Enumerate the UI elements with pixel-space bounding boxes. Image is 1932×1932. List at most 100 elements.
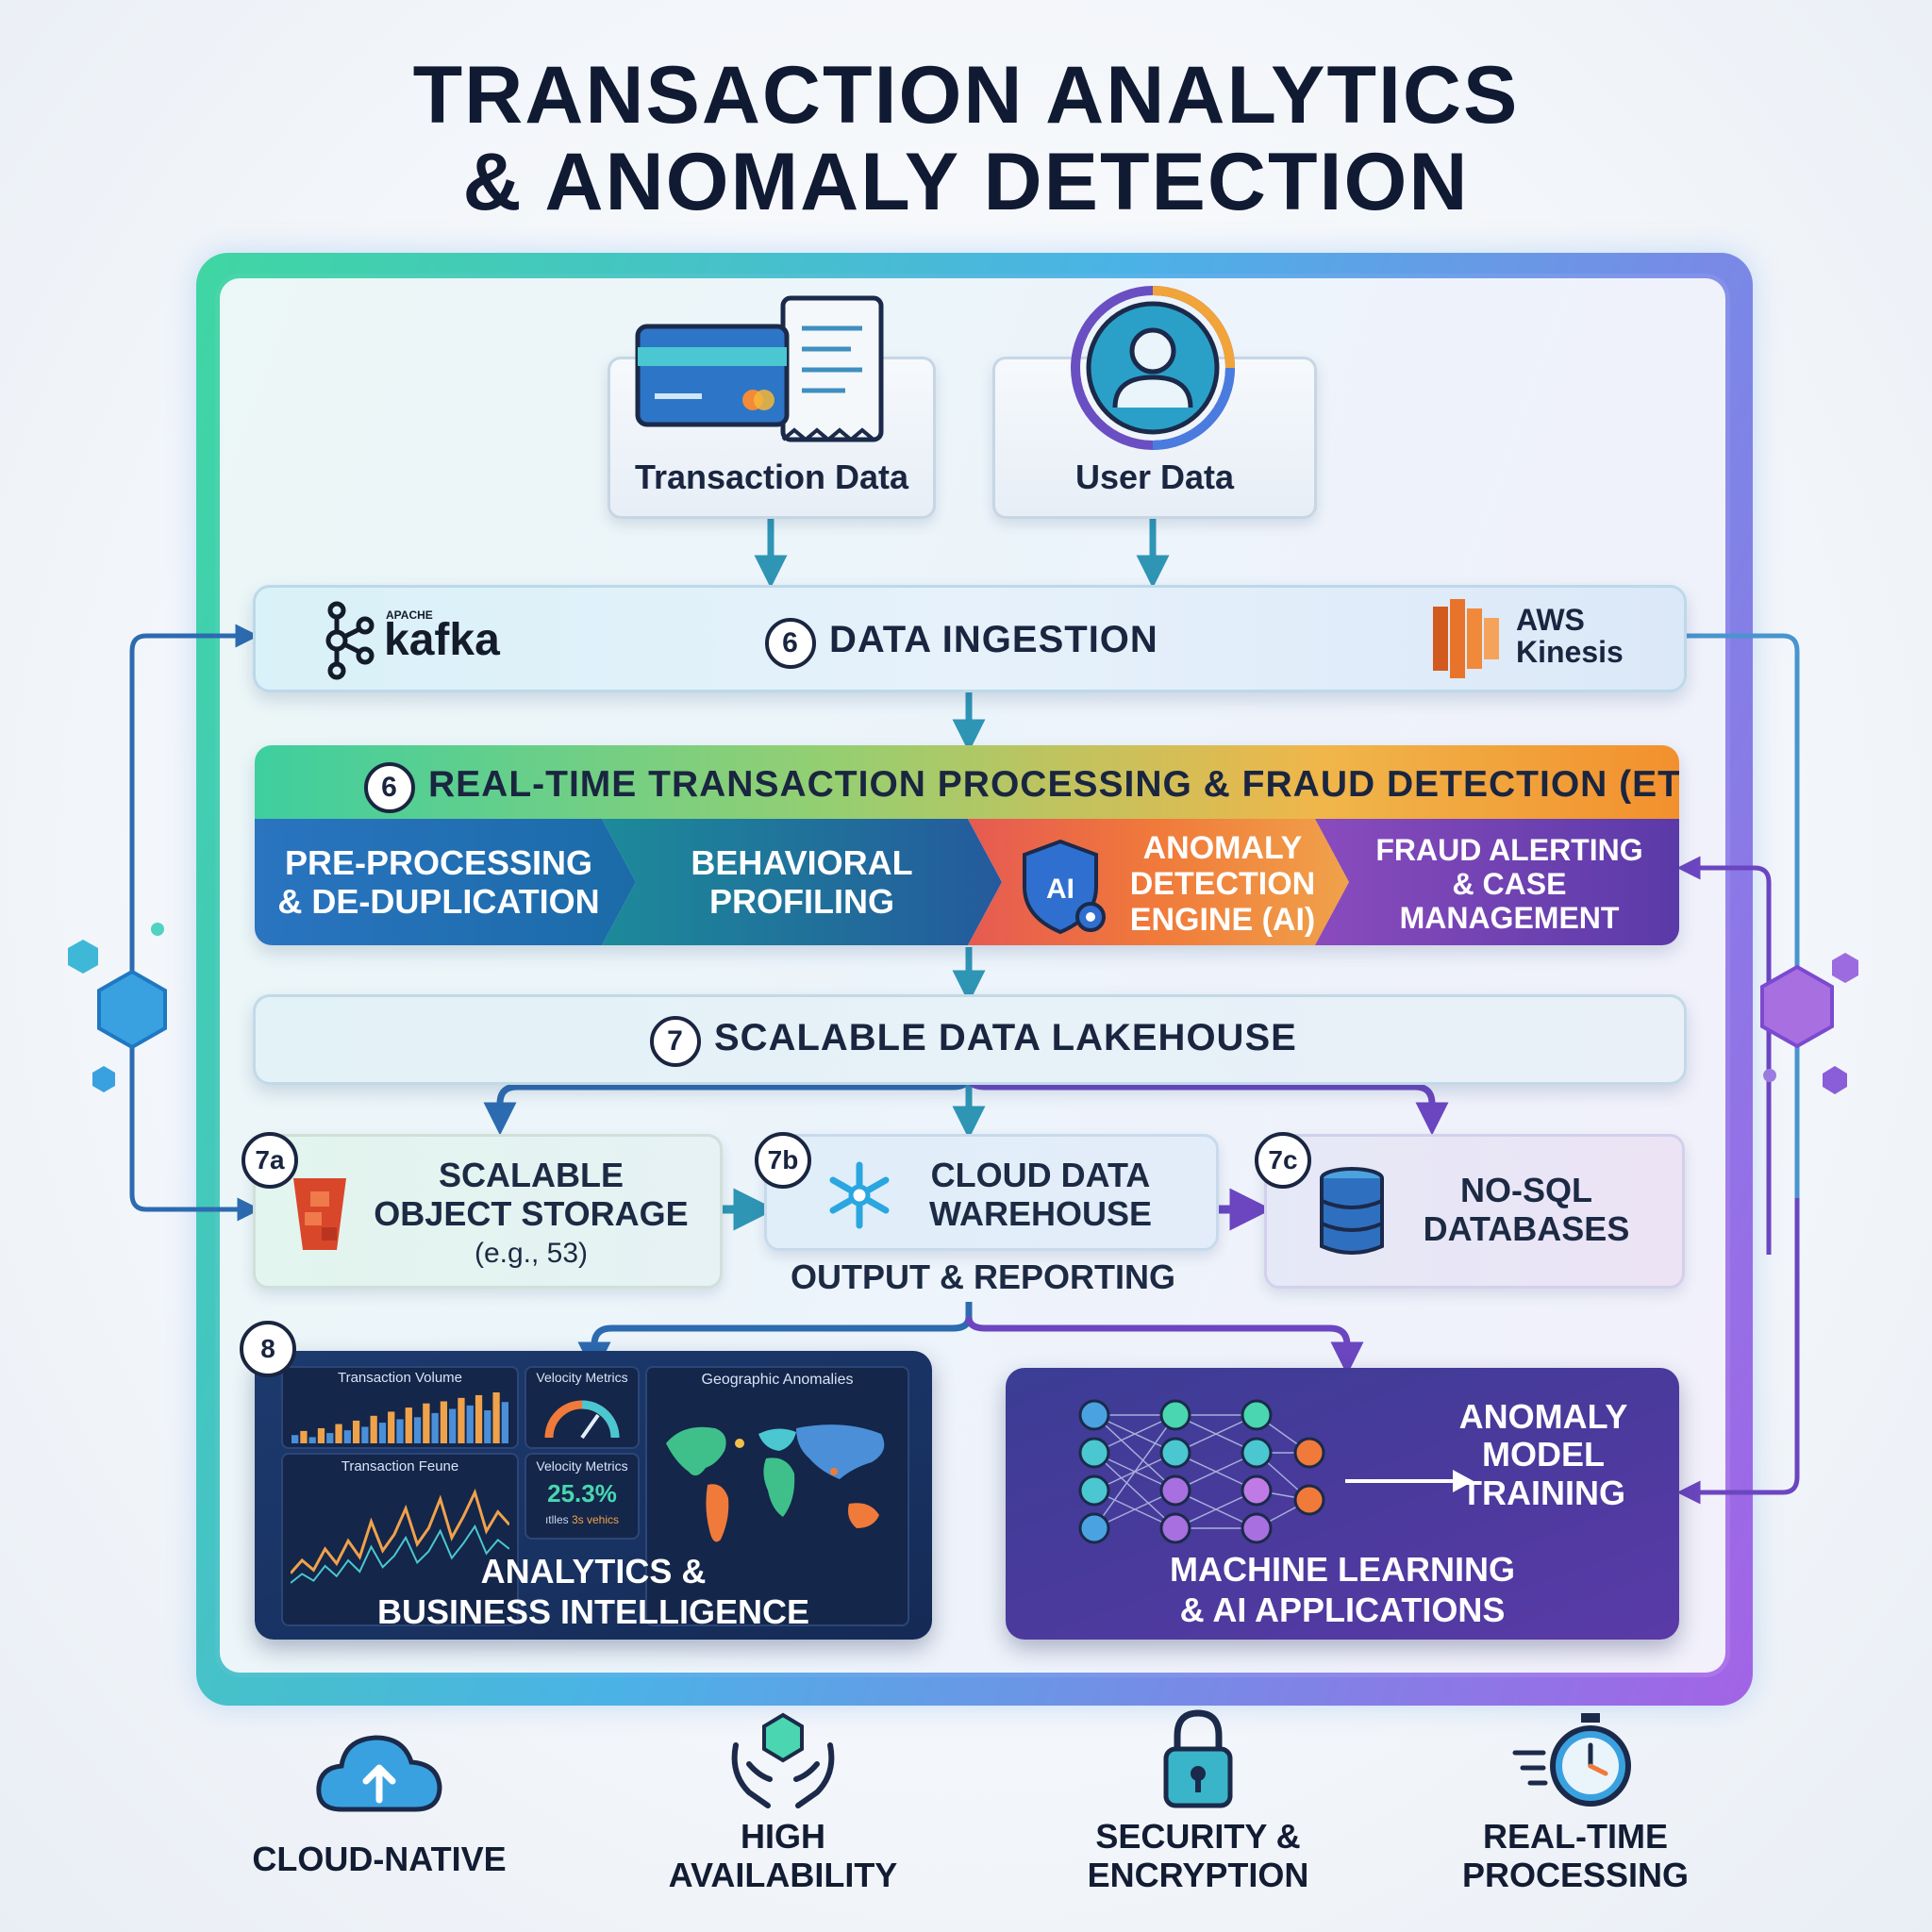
object-storage-label: SCALABLE OBJECT STORAGE (e.g., 53) xyxy=(361,1156,701,1270)
tag-7c: 7c xyxy=(1255,1132,1311,1189)
left-hex-decoration xyxy=(68,923,167,1092)
stage-line: PROFILING xyxy=(709,882,894,922)
volume-bar xyxy=(405,1407,412,1443)
transaction-trend-title: Transaction Feune xyxy=(341,1458,459,1474)
velocity-metrics-widget: Velocity Metrics 25.3% ıtlles 3s vehics xyxy=(525,1453,640,1540)
stage-preprocessing: PRE-PROCESSING & DE-DUPLICATION xyxy=(255,843,623,922)
volume-bar xyxy=(423,1403,430,1443)
s3-bucket-icon xyxy=(293,1178,346,1250)
feature-label: SECURITY & ENCRYPTION xyxy=(1038,1817,1358,1895)
volume-bar xyxy=(352,1420,360,1443)
arrow-output-to-ml xyxy=(965,1316,1364,1375)
feature-cloud-native: CLOUD-NATIVE xyxy=(219,1726,540,1915)
database-icon xyxy=(1320,1167,1384,1255)
storage-line: OBJECT STORAGE xyxy=(374,1194,689,1234)
volume-bar xyxy=(466,1405,474,1443)
processing-band: 6 REAL-TIME TRANSACTION PROCESSING & FRAU… xyxy=(255,745,1679,945)
volume-bar xyxy=(326,1433,334,1443)
ml-label: MACHINE LEARNING & AI APPLICATIONS xyxy=(1006,1549,1679,1630)
aws-kinesis-icon xyxy=(1433,599,1499,678)
cloud-warehouse-card: CLOUD DATA WAREHOUSE xyxy=(764,1134,1219,1251)
lock-icon xyxy=(1163,1709,1233,1808)
stage-line: & DE-DUPLICATION xyxy=(277,882,600,922)
feature-label: REAL-TIME PROCESSING xyxy=(1415,1817,1736,1895)
processing-header xyxy=(255,745,1679,819)
user-profile-icon xyxy=(1071,286,1235,450)
right-loop-arrow-to-ml xyxy=(1676,1198,1800,1505)
ml-label-line: MACHINE LEARNING xyxy=(1170,1550,1515,1589)
analytics-panel: Transaction Volume Velocity Metrics Geog… xyxy=(255,1351,932,1640)
velocity-gauge-title: Velocity Metrics xyxy=(536,1370,628,1385)
feature-realtime: REAL-TIME PROCESSING xyxy=(1415,1707,1736,1915)
credit-card-receipt-icon xyxy=(635,295,884,442)
kinesis-label: Kinesis xyxy=(1516,634,1624,669)
volume-bar xyxy=(440,1401,448,1443)
velocity-sub-prefix: ıtlles xyxy=(544,1513,569,1526)
storage-line: NO-SQL xyxy=(1460,1171,1592,1209)
volume-bar xyxy=(492,1392,500,1443)
cloud-warehouse-label: CLOUD DATA WAREHOUSE xyxy=(899,1156,1182,1234)
volume-bar xyxy=(449,1408,457,1443)
right-loop-arrow-top xyxy=(1683,633,1800,1198)
storage-line: CLOUD DATA xyxy=(930,1156,1151,1194)
object-storage-card: SCALABLE OBJECT STORAGE (e.g., 53) xyxy=(253,1134,723,1289)
stage-line: ANOMALY xyxy=(1142,830,1303,866)
feature-line: REAL-TIME xyxy=(1483,1817,1668,1856)
lakehouse-label: SCALABLE DATA LAKEHOUSE xyxy=(714,1017,1297,1058)
transaction-volume-widget: Transaction Volume xyxy=(281,1366,519,1449)
training-line: TRAINING xyxy=(1461,1473,1625,1512)
feature-line: SECURITY & xyxy=(1095,1817,1301,1856)
stage-line: PRE-PROCESSING xyxy=(284,843,593,882)
stage-fraud-alerting: FRAUD ALERTING & CASE MANAGEMENT xyxy=(1340,833,1679,935)
stage-line: FRAUD ALERTING xyxy=(1375,833,1643,867)
processing-label: REAL-TIME TRANSACTION PROCESSING & FRAUD… xyxy=(428,764,1679,805)
tag-7a: 7a xyxy=(242,1132,298,1189)
aws-kinesis-label: AWS Kinesis xyxy=(1516,603,1624,669)
stage-line: & CASE xyxy=(1452,866,1567,901)
feature-label: CLOUD-NATIVE xyxy=(219,1840,540,1878)
velocity-metrics-title: Velocity Metrics xyxy=(536,1458,628,1474)
tag-8: 8 xyxy=(240,1321,296,1377)
analytics-label-line: ANALYTICS & xyxy=(480,1552,707,1591)
volume-bar xyxy=(335,1424,342,1443)
stage-anomaly-engine: ANOMALY DETECTION ENGINE (AI) xyxy=(1100,830,1345,938)
user-data-label: User Data xyxy=(1074,458,1235,496)
volume-bar xyxy=(370,1415,377,1443)
title-line-2: & ANOMALY DETECTION xyxy=(462,137,1470,227)
volume-bar xyxy=(413,1417,422,1443)
geographic-anomalies-widget: Geographic Anomalies xyxy=(645,1366,909,1626)
arrow-output-to-analytics xyxy=(577,1302,973,1375)
storage-line: SCALABLE xyxy=(439,1156,624,1194)
step-number-badge: 6 xyxy=(765,618,816,669)
anomaly-model-training-label: ANOMALY MODEL TRAINING xyxy=(1421,1397,1666,1512)
step-number-badge: 6 xyxy=(364,762,415,813)
output-reporting-label: OUTPUT & REPORTING xyxy=(790,1257,1175,1296)
kafka-label: kafka xyxy=(384,615,500,665)
velocity-sub-value: 3s vehics xyxy=(572,1513,620,1526)
aws-label: AWS xyxy=(1516,603,1585,637)
ai-shield-gear-icon: AI xyxy=(1023,839,1106,935)
transaction-trend-widget: Transaction Feune xyxy=(281,1453,519,1626)
ml-label-line: & AI APPLICATIONS xyxy=(1179,1591,1506,1630)
feature-security: SECURITY & ENCRYPTION xyxy=(1038,1707,1358,1915)
volume-bar xyxy=(291,1435,299,1443)
trend-series-line-2 xyxy=(291,1524,509,1584)
hands-cube-icon xyxy=(731,1712,835,1808)
volume-bar xyxy=(378,1423,387,1443)
stage-line: BEHAVIORAL xyxy=(691,843,913,882)
world-map-icon xyxy=(666,1424,885,1542)
velocity-metrics-value: 25.3% xyxy=(547,1479,617,1507)
feature-line: CLOUD-NATIVE xyxy=(252,1840,507,1878)
transaction-volume-title: Transaction Volume xyxy=(337,1370,462,1386)
stopwatch-icon xyxy=(1512,1713,1631,1807)
volume-bar xyxy=(361,1426,369,1443)
feature-line: ENCRYPTION xyxy=(1087,1856,1309,1895)
volume-bar xyxy=(308,1437,316,1443)
snowflake-icon xyxy=(829,1161,890,1229)
kafka-apache-label: APACHE xyxy=(386,608,433,622)
feature-line: PROCESSING xyxy=(1461,1856,1690,1895)
velocity-metrics-sub: ıtlles 3s vehics xyxy=(526,1513,638,1526)
